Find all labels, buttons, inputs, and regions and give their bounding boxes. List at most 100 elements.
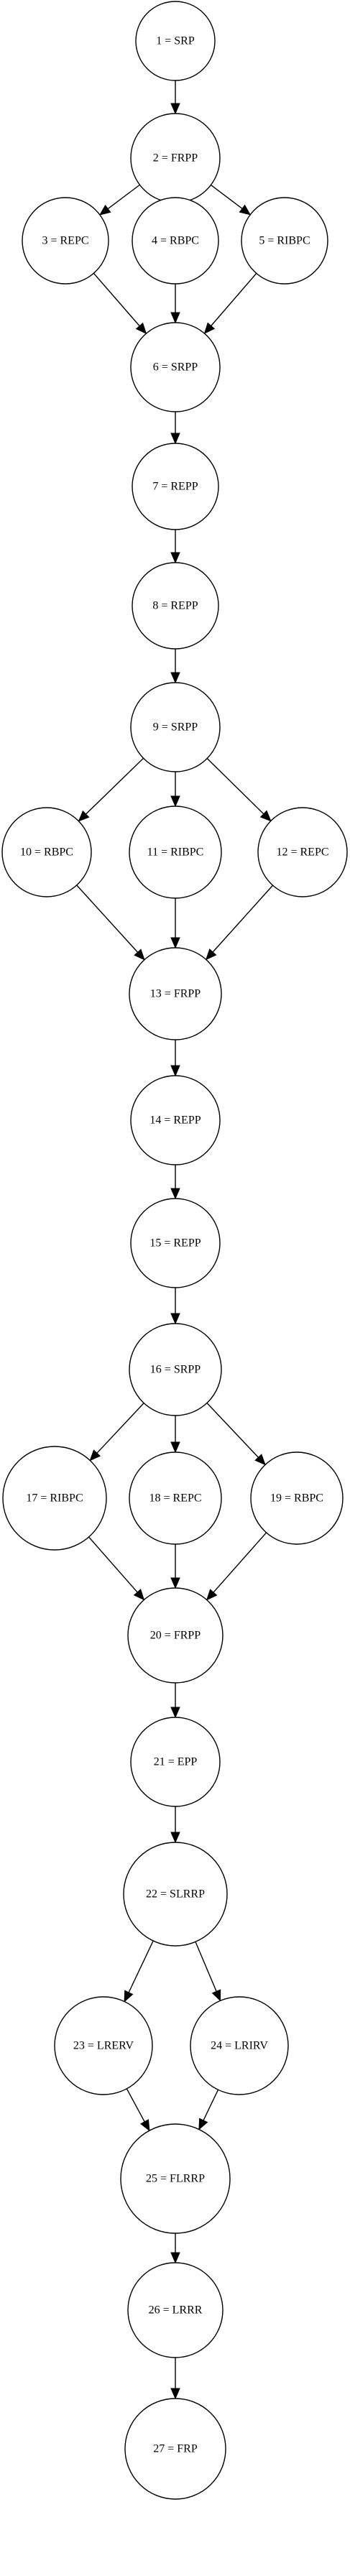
edge-13-14 bbox=[170, 1040, 180, 1077]
edge-12-13 bbox=[205, 885, 274, 961]
edge-10-13 bbox=[76, 885, 145, 961]
node-11: 11 = RIBPC bbox=[129, 805, 222, 899]
arrowhead-icon bbox=[170, 1188, 180, 1200]
arrowhead-icon bbox=[170, 1441, 180, 1454]
node-label: 11 = RIBPC bbox=[147, 846, 204, 859]
node-circle bbox=[1, 807, 92, 897]
node-20: 20 = FRPP bbox=[127, 1587, 224, 1684]
node-22: 22 = SLRRP bbox=[123, 1842, 228, 1947]
arrowhead-icon bbox=[170, 433, 180, 445]
node-label: 15 = REPP bbox=[149, 1237, 201, 1250]
node-circle bbox=[130, 1075, 221, 1165]
node-label: 24 = LRIRV bbox=[211, 2040, 268, 2052]
node-circle bbox=[130, 322, 221, 412]
node-13: 13 = FRPP bbox=[129, 947, 222, 1040]
edge-9-11 bbox=[170, 772, 180, 808]
edge-16-19 bbox=[206, 1403, 266, 1466]
node-label: 5 = RIBPC bbox=[259, 235, 310, 247]
arrowhead-icon bbox=[89, 1449, 101, 1462]
node-label: 3 = REPC bbox=[42, 235, 88, 247]
arrowhead-icon bbox=[170, 2388, 180, 2400]
arrowhead-icon bbox=[170, 103, 180, 115]
node-8: 8 = REPP bbox=[132, 562, 219, 650]
edge-8-9 bbox=[170, 649, 180, 684]
edge-line bbox=[93, 272, 140, 327]
edge-16-18 bbox=[170, 1416, 180, 1454]
node-layer: 1 = SRP 2 = FRPP 3 = REPC 4 = RBPC 5 = RIBPC… bbox=[1, 1, 348, 2500]
node-9: 9 = SRPP bbox=[130, 682, 221, 772]
edge-16-17 bbox=[89, 1403, 144, 1462]
node-26: 26 = LRRR bbox=[127, 2262, 224, 2358]
edge-22-23 bbox=[124, 1940, 154, 2003]
node-10: 10 = RBPC bbox=[1, 807, 92, 897]
edge-line bbox=[195, 1942, 217, 1992]
edge-line bbox=[96, 1403, 144, 1454]
edge-25-26 bbox=[170, 2233, 180, 2264]
node-label: 1 = SRP bbox=[156, 35, 195, 47]
node-label: 22 = SLRRP bbox=[146, 1888, 205, 1901]
node-circle bbox=[132, 197, 219, 285]
arrowhead-icon bbox=[170, 2252, 180, 2264]
node-circle bbox=[54, 1996, 153, 2095]
edge-7-8 bbox=[170, 530, 180, 564]
node-circle bbox=[129, 947, 222, 1040]
arrowhead-icon bbox=[206, 1589, 218, 1601]
arrowhead-icon bbox=[170, 937, 180, 949]
edge-20-21 bbox=[170, 1683, 180, 1719]
edge-line bbox=[213, 1532, 267, 1593]
edge-6-7 bbox=[170, 412, 180, 445]
node-23: 23 = LRERV bbox=[54, 1996, 153, 2095]
edge-21-22 bbox=[170, 1806, 180, 1844]
edge-line bbox=[107, 184, 140, 210]
arrowhead-icon bbox=[170, 672, 180, 684]
arrowhead-icon bbox=[254, 1454, 266, 1466]
arrowhead-icon bbox=[170, 795, 180, 808]
node-circle bbox=[129, 1451, 222, 1545]
node-circle bbox=[123, 1842, 228, 1947]
edge-line bbox=[211, 184, 243, 209]
node-label: 25 = FLRRP bbox=[146, 2173, 205, 2185]
node-circle bbox=[130, 682, 221, 772]
node-label: 8 = REPP bbox=[152, 600, 198, 612]
edge-15-16 bbox=[170, 1288, 180, 1325]
node-circle bbox=[135, 1, 216, 81]
node-21: 21 = EPP bbox=[130, 1717, 221, 1807]
edge-line bbox=[86, 757, 144, 815]
edge-line bbox=[206, 757, 264, 815]
node-circle bbox=[257, 807, 348, 897]
edge-line bbox=[212, 885, 274, 953]
node-17: 17 = RIBPC bbox=[2, 1446, 107, 1551]
arrowhead-icon bbox=[170, 1065, 180, 1077]
arrowhead-icon bbox=[259, 810, 272, 822]
edge-line bbox=[211, 272, 257, 326]
node-4: 4 = RBPC bbox=[132, 197, 219, 285]
edge-2-5 bbox=[211, 184, 252, 216]
arrowhead-icon bbox=[170, 1707, 180, 1719]
arrowhead-icon bbox=[198, 2118, 208, 2130]
node-3: 3 = REPC bbox=[22, 197, 109, 285]
node-label: 7 = REPP bbox=[152, 481, 198, 493]
node-label: 19 = RBPC bbox=[270, 1492, 323, 1505]
arrowhead-icon bbox=[170, 552, 180, 564]
edge-line bbox=[88, 1536, 138, 1593]
node-7: 7 = REPP bbox=[132, 443, 219, 530]
node-27: 27 = FRP bbox=[124, 2398, 226, 2500]
node-circle bbox=[120, 2123, 231, 2234]
arrowhead-icon bbox=[239, 204, 252, 216]
edge-line bbox=[206, 1403, 259, 1458]
node-24: 24 = LRIRV bbox=[190, 1996, 289, 2095]
node-label: 27 = FRP bbox=[153, 2443, 198, 2455]
node-label: 26 = LRRR bbox=[149, 2304, 203, 2317]
node-circle bbox=[127, 2262, 224, 2358]
node-label: 16 = SRPP bbox=[150, 1364, 201, 1376]
node-16: 16 = SRPP bbox=[129, 1323, 222, 1416]
edge-4-6 bbox=[170, 284, 180, 324]
node-19: 19 = RBPC bbox=[250, 1451, 344, 1545]
edge-line bbox=[126, 2088, 145, 2123]
node-6: 6 = SRPP bbox=[130, 322, 221, 412]
arrowhead-icon bbox=[135, 322, 147, 335]
edge-layer bbox=[76, 80, 274, 2400]
node-label: 2 = FRPP bbox=[153, 152, 198, 165]
node-circle bbox=[132, 443, 219, 530]
